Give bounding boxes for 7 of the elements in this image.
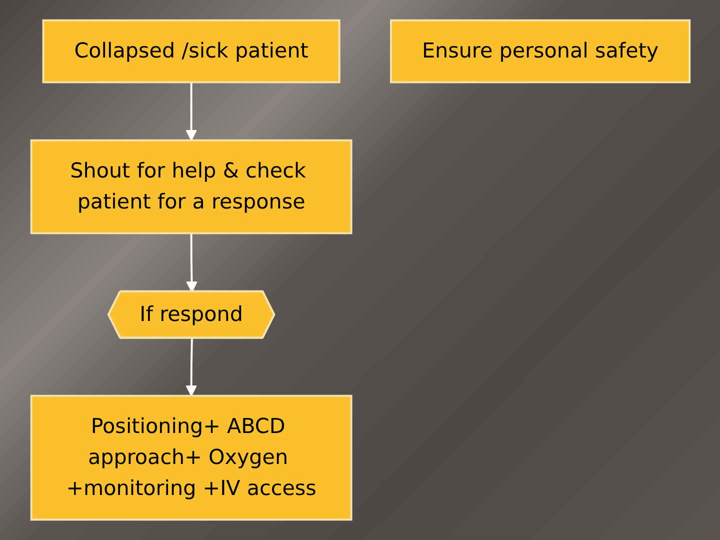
arrow xyxy=(185,82,197,141)
arrow xyxy=(186,233,197,292)
node-box: Ensure personal safety xyxy=(390,19,690,84)
node-box: Shout for help & check patient for a response xyxy=(30,139,352,234)
node-box: Collapsed /sick patient xyxy=(42,19,340,84)
arrow xyxy=(185,338,197,396)
node-box: Positioning+ ABCD approach+ Oxygen +monitoring +IV access xyxy=(30,394,352,521)
